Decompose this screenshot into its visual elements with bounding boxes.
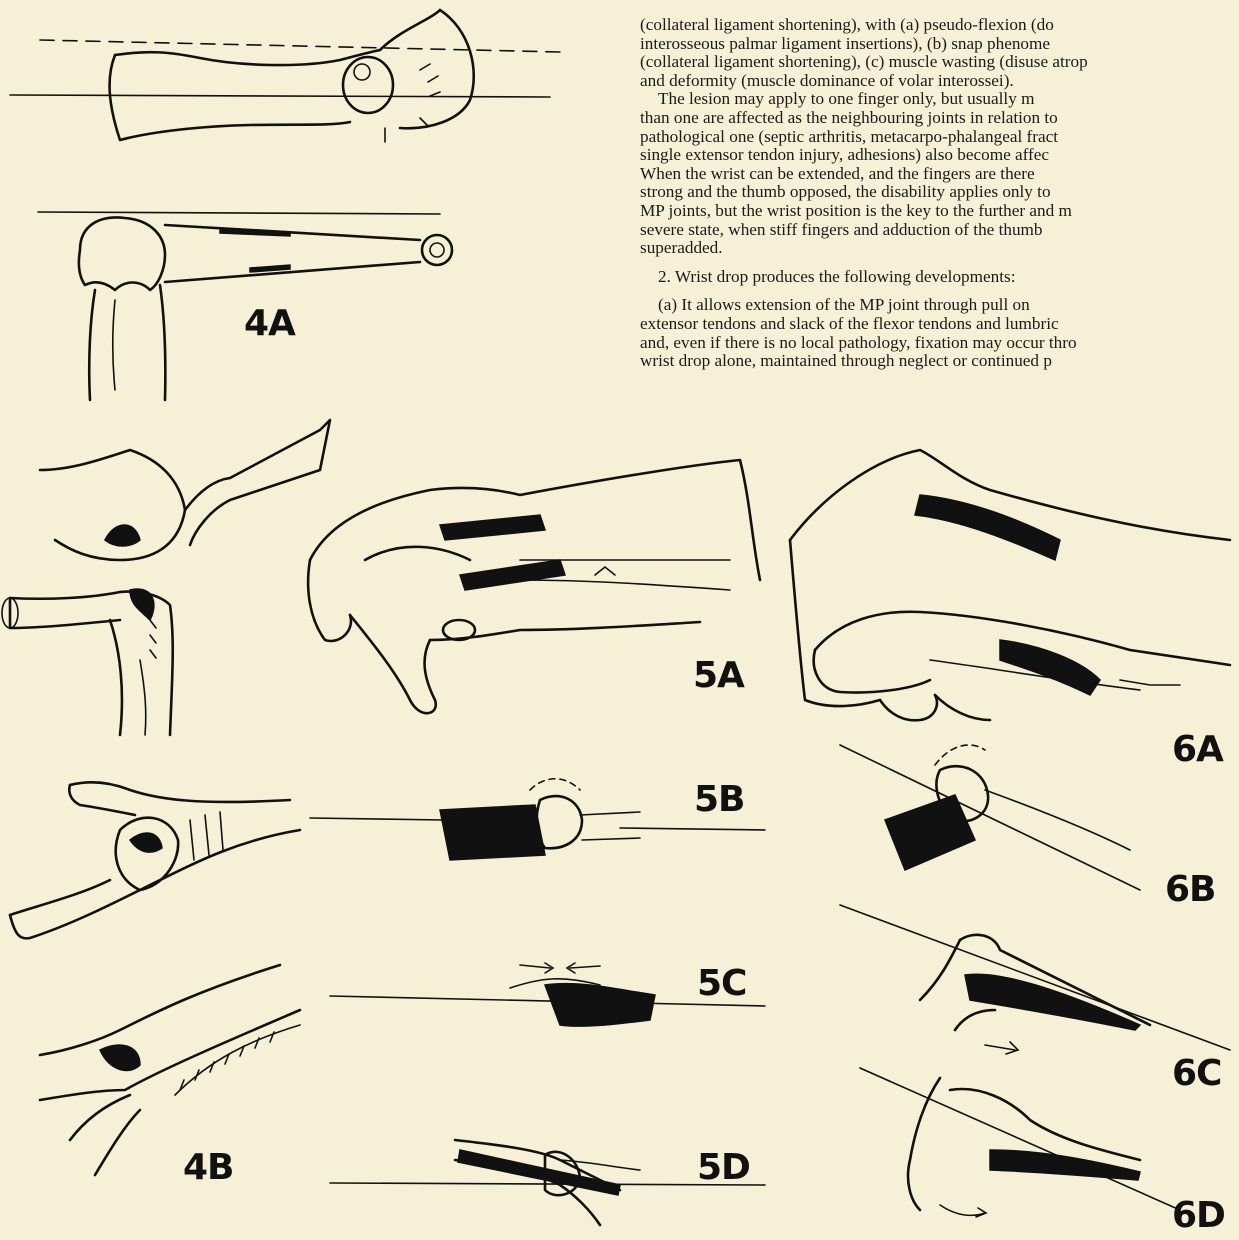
figure-label-5b: 5B (694, 782, 745, 818)
figure-6a-hand-drawing (790, 450, 1230, 720)
figure-4b-hand-drawing (40, 965, 300, 1175)
figure-label-6b: 6B (1165, 872, 1216, 908)
figure-label-5a: 5A (693, 658, 744, 694)
figure-label-4a: 4A (244, 306, 295, 342)
figure-label-5d: 5D (697, 1150, 750, 1186)
figure-4b-wrist-drawing (10, 782, 445, 938)
figure-label-6a: 6A (1172, 732, 1223, 768)
figure-4a-bone-drawing (10, 10, 560, 142)
figure-label-5c: 5C (697, 966, 746, 1002)
figure-label-6c: 6C (1172, 1056, 1221, 1092)
figure-label-4b: 4B (183, 1150, 234, 1186)
figure-6d-drawing (860, 1068, 1180, 1217)
figure-6b-drawing (840, 745, 1140, 890)
figure-6c-drawing (840, 905, 1230, 1054)
figure-4-upper-joint-drawing (2, 420, 330, 735)
figure-label-6d: 6D (1172, 1198, 1225, 1234)
